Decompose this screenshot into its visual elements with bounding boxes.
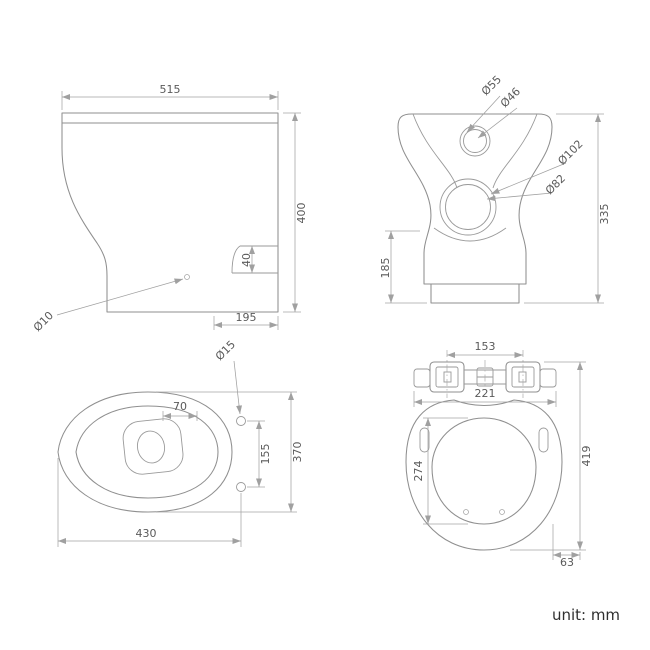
- extension-lines: [61, 91, 301, 330]
- inlet-hole-inner: [463, 129, 487, 153]
- side-view-outlet-pipe: [231, 245, 278, 274]
- hinge-wing-left: [413, 368, 431, 388]
- outlet-hole-outer: [439, 178, 497, 236]
- dim-label-side-overall-height: 400: [295, 203, 308, 224]
- front-view: Ø55 Ø46 Ø102 Ø82 335 185: [379, 73, 611, 304]
- hinge-pin-left: [443, 371, 452, 383]
- hinge-pin-right: [518, 371, 527, 383]
- seat-bumper-right: [499, 509, 505, 515]
- dim-label-seat-hole: Ø15: [213, 338, 238, 363]
- dim-label-plan-overall-depth: 430: [136, 527, 157, 540]
- leader-seat-hole: [233, 360, 243, 415]
- unit-label: unit: mm: [552, 606, 620, 624]
- dim-label-side-outlet-setout: 195: [236, 311, 257, 324]
- outlet-hole-inner: [445, 184, 491, 230]
- seat-outline: [405, 399, 563, 551]
- side-fixing-hole: [184, 274, 190, 280]
- seat-hinge-assembly: [413, 350, 557, 398]
- inlet-hole-outer: [459, 125, 491, 157]
- seat-fixing-hole-bottom: [236, 482, 246, 492]
- leader-inlet-outer: [466, 95, 501, 133]
- hinge-wing-right: [539, 368, 557, 388]
- leader-fixing-hole: [56, 278, 184, 316]
- leader-outlet-inner: [486, 192, 553, 202]
- dim-label-outlet-outer: Ø102: [555, 137, 585, 167]
- water-spot: [136, 430, 166, 464]
- side-view: 515 400 40 195 Ø10: [31, 83, 308, 334]
- front-view-inner-curves: [412, 113, 538, 242]
- leader-inlet-inner: [477, 107, 518, 139]
- plan-view: 70 Ø15 155 370 430: [57, 338, 304, 547]
- seat-slot-right: [538, 427, 549, 453]
- dim-label-hinge-width: 221: [475, 387, 496, 400]
- extension-lines: [385, 113, 604, 304]
- dim-label-plan-overall-width: 370: [291, 442, 304, 463]
- dim-label-opening-length: 274: [412, 461, 425, 482]
- dim-label-seat-overall-length: 419: [580, 446, 593, 467]
- dim-label-side-overall-width: 515: [160, 83, 181, 96]
- dim-label-side-fixing-hole: Ø10: [31, 309, 56, 334]
- water-spot-outline: [122, 418, 184, 475]
- seat-view: 153 221 274 419 63: [405, 340, 593, 569]
- dim-label-hole-centres: 155: [259, 444, 272, 465]
- dim-label-hinge-setback: 63: [560, 556, 574, 569]
- leader-outlet-outer: [490, 162, 567, 195]
- dim-label-hinge-centres: 153: [475, 340, 496, 353]
- seat-fixing-hole-top: [236, 416, 246, 426]
- dim-label-front-base-height: 185: [379, 258, 392, 279]
- hinge-centrelines: [446, 350, 524, 398]
- extension-lines: [57, 391, 297, 547]
- dim-label-inlet-outer: Ø55: [479, 73, 504, 98]
- plan-view-rim: [57, 391, 233, 513]
- dim-label-inlet-inner: Ø46: [498, 85, 523, 110]
- dim-label-front-overall-height: 335: [598, 204, 611, 225]
- front-view-outline: [397, 113, 553, 304]
- seat-bumper-left: [463, 509, 469, 515]
- dim-label-water-spot: 70: [173, 400, 187, 413]
- side-view-outline: [61, 112, 279, 313]
- dim-label-side-outlet-size: 40: [240, 253, 253, 267]
